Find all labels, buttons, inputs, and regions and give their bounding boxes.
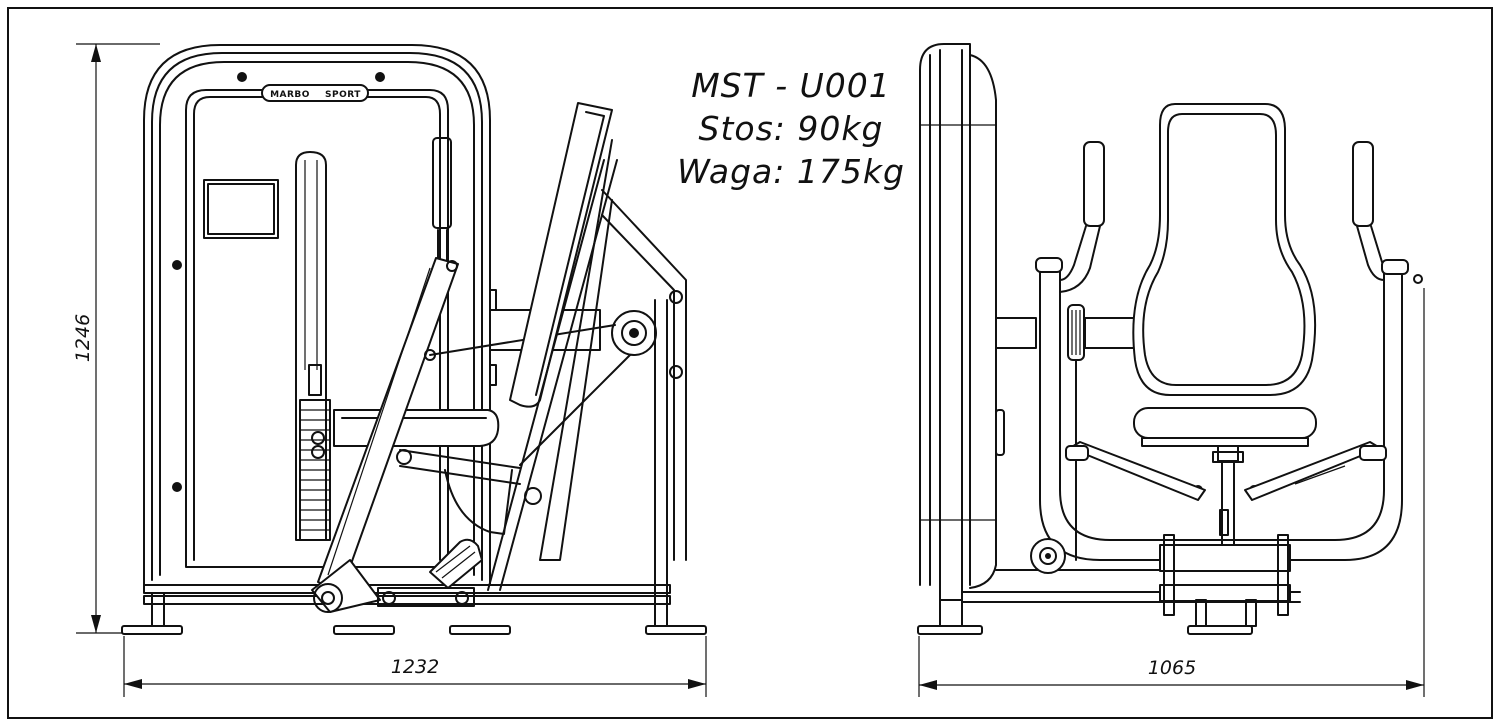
label-window [203, 179, 279, 239]
spec-block: MST - U001 Stos: 90kg Waga: 175kg [676, 64, 906, 193]
logo-brand2: SPORT [325, 90, 361, 100]
front-width-value: 1232 [391, 656, 439, 678]
front-width-dimension: 1232 [123, 636, 707, 697]
drawing-border [7, 7, 1493, 719]
model-name: MST - U001 [691, 66, 891, 105]
front-view: MARBO SPORT [121, 44, 707, 635]
side-view [917, 43, 1423, 635]
height-dimension: 1246 [72, 43, 160, 634]
stack-weight: Stos: 90kg [698, 109, 884, 148]
logo-brand: MARBO [270, 90, 310, 100]
brand-logo [261, 84, 369, 102]
side-width-dimension: 1065 [918, 288, 1425, 697]
height-value: 1246 [72, 314, 94, 362]
weight-stack [299, 399, 331, 541]
machine-weight: Waga: 175kg [677, 152, 905, 191]
side-width-value: 1065 [1148, 657, 1196, 679]
